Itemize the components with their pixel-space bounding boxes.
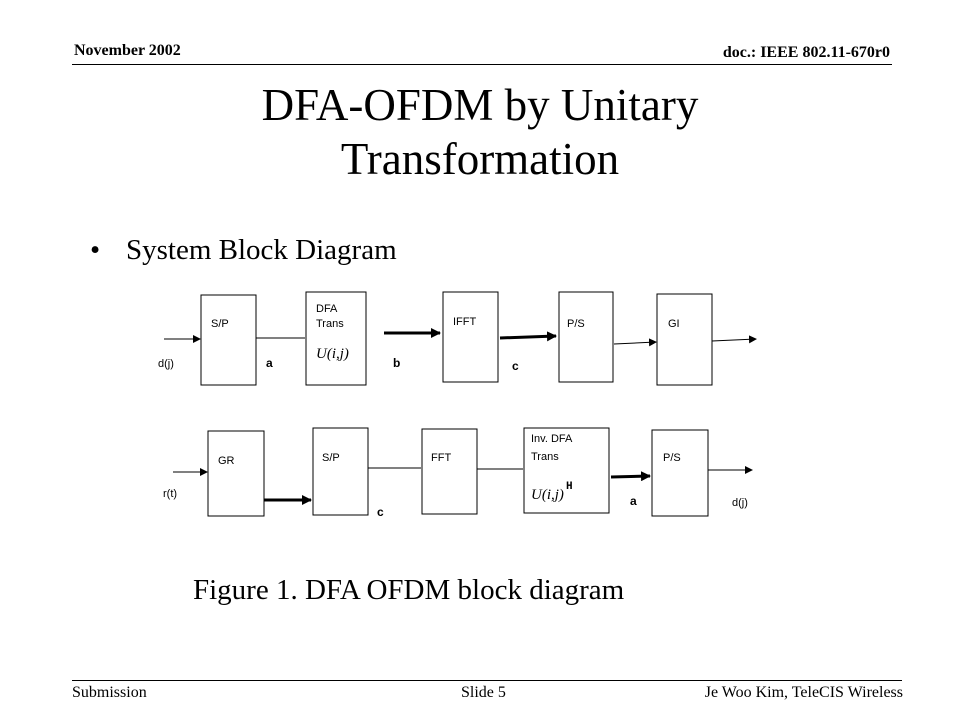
- tx-ps-block: [558, 291, 614, 383]
- tx-transform-label: U(i,j): [316, 346, 349, 362]
- tx-arrow-gi: [613, 338, 657, 347]
- rx-input-label: r(t): [163, 488, 177, 500]
- rx-arrow-a: [610, 471, 651, 482]
- tx-output-arrow: [711, 335, 757, 344]
- tx-signal-a: a: [266, 356, 273, 370]
- rx-signal-c: c: [377, 505, 384, 519]
- tx-gi-label: GI: [668, 318, 680, 330]
- tx-arrow-c: [499, 331, 557, 342]
- rx-transform-label: U(i,j): [531, 487, 564, 503]
- tx-sp-block: [200, 294, 257, 386]
- rx-fft-block: [421, 428, 478, 515]
- tx-gi-block: [656, 293, 713, 386]
- rx-chain: r(t) GR c S/P FFT Inv. DFA Trans U(i,j) …: [163, 427, 753, 519]
- rx-fft-label: FFT: [431, 452, 451, 464]
- rx-output-label: d(j): [732, 497, 748, 509]
- bullet-text: System Block Diagram: [126, 234, 397, 266]
- rx-sp-block: [312, 427, 369, 516]
- rx-gr-label: GR: [218, 455, 235, 467]
- tx-ifft-label: IFFT: [453, 316, 476, 328]
- tx-input-label: d(j): [158, 358, 174, 370]
- tx-signal-b: b: [393, 356, 400, 370]
- tx-dfa-label: DFA: [316, 303, 338, 315]
- rx-invdfa-label: Inv. DFA: [531, 433, 573, 445]
- tx-chain: d(j) S/P a DFA Trans U(i,j) b IFFT c P/S…: [158, 291, 757, 386]
- rx-ps-block: [651, 429, 709, 517]
- slide-title: DFA-OFDM by Unitary Transformation: [120, 78, 840, 186]
- slide-title-line1: DFA-OFDM by Unitary: [261, 80, 699, 130]
- rx-transform-sup: H: [566, 481, 573, 493]
- tx-sp-label: S/P: [211, 318, 229, 330]
- slide-title-line2: Transformation: [340, 134, 620, 184]
- rx-signal-a: a: [630, 494, 637, 508]
- tx-signal-c: c: [512, 359, 519, 373]
- rx-sp-label: S/P: [322, 452, 340, 464]
- footer-submission: Submission: [72, 684, 147, 701]
- rx-trans-label: Trans: [531, 451, 559, 463]
- tx-ifft-block: [442, 291, 499, 383]
- bullet-dot: •: [90, 234, 101, 266]
- tx-ps-label: P/S: [567, 318, 585, 330]
- footer-slide-number: Slide 5: [461, 684, 506, 701]
- rx-gr-block: [207, 430, 265, 517]
- footer-author: Je Woo Kim, TeleCIS Wireless: [704, 684, 903, 701]
- header-rule: [72, 64, 892, 65]
- rx-invdfa-block: [523, 427, 610, 514]
- bullet-item: • System Block Diagram: [90, 234, 397, 267]
- tx-trans-label: Trans: [316, 318, 344, 330]
- header-date: November 2002: [74, 42, 181, 59]
- rx-ps-label: P/S: [663, 452, 681, 464]
- footer-rule: [72, 680, 902, 681]
- header-doc-id: doc.: IEEE 802.11-670r0: [722, 44, 890, 61]
- tx-dfa-block: [305, 291, 367, 386]
- figure-caption: Figure 1. DFA OFDM block diagram: [193, 574, 625, 606]
